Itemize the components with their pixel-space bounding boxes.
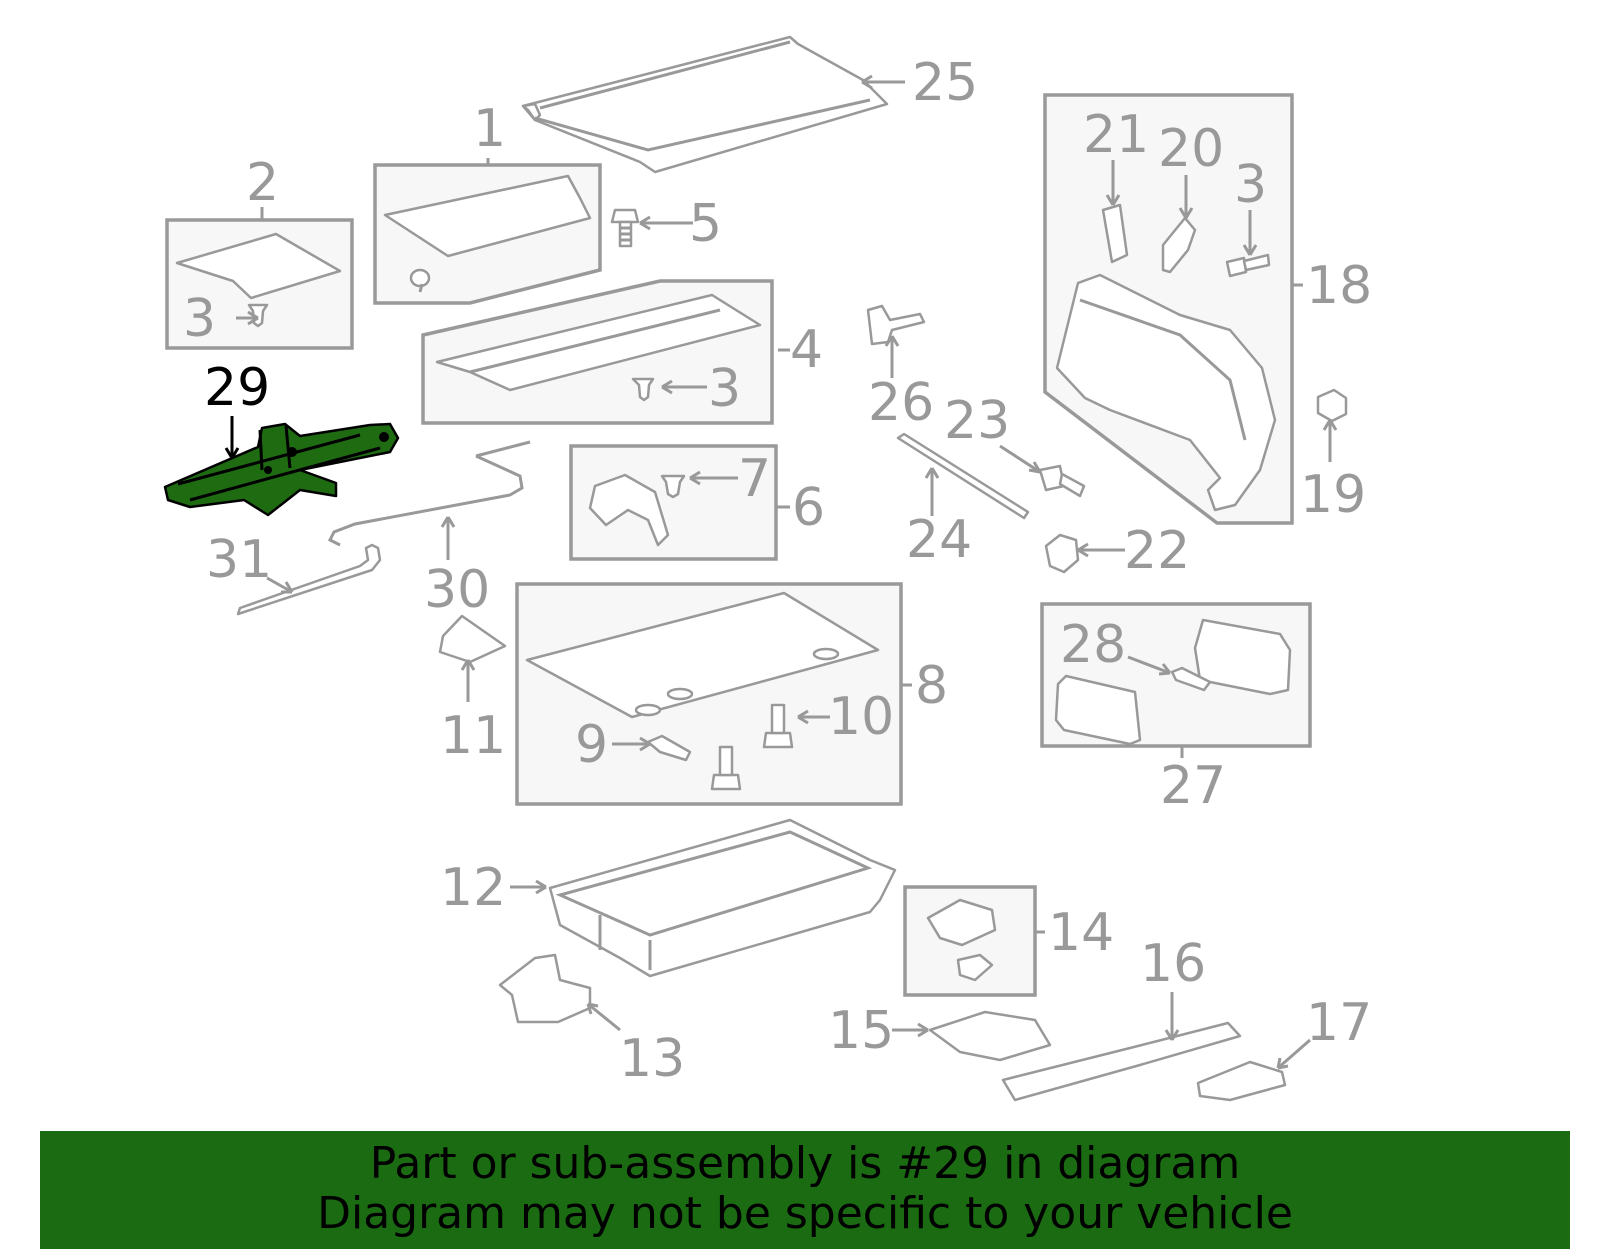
part-29-jack[interactable] xyxy=(163,422,400,517)
part-12-storage-tray xyxy=(548,818,897,978)
callout-labels: 1 2 3 3 3 4 5 6 7 8 9 10 11 12 13 14 15 … xyxy=(183,53,1372,1089)
callout-17[interactable]: 17 xyxy=(1306,993,1372,1053)
callout-26[interactable]: 26 xyxy=(868,373,934,433)
part-24-strap xyxy=(896,432,1030,520)
callout-1[interactable]: 1 xyxy=(473,99,506,159)
callout-9[interactable]: 9 xyxy=(575,715,608,775)
callout-5[interactable]: 5 xyxy=(689,194,722,254)
part-2-mat xyxy=(175,232,342,328)
callout-25[interactable]: 25 xyxy=(912,53,978,113)
part-10-bolt xyxy=(762,703,794,749)
callout-8[interactable]: 8 xyxy=(915,656,948,716)
callout-16[interactable]: 16 xyxy=(1140,934,1206,994)
callout-27[interactable]: 27 xyxy=(1160,756,1226,816)
part-3-bolt xyxy=(1225,253,1271,278)
part-27-lamp xyxy=(1054,618,1292,746)
banner-line-2: Diagram may not be specific to your vehi… xyxy=(317,1188,1293,1239)
callout-14[interactable]: 14 xyxy=(1048,903,1114,963)
part-18-side-trim xyxy=(1055,273,1277,512)
part-30-tool-rod xyxy=(327,440,531,547)
callout-3-b[interactable]: 3 xyxy=(708,359,741,419)
part-16-scuff-plate xyxy=(1001,1021,1242,1102)
part-8-bolt xyxy=(710,745,742,791)
callout-2[interactable]: 2 xyxy=(246,153,279,213)
part-4-tray-cover xyxy=(435,293,762,402)
callout-4[interactable]: 4 xyxy=(790,320,823,380)
callout-29[interactable]: 29 xyxy=(204,358,270,418)
callout-15[interactable]: 15 xyxy=(828,1001,894,1061)
part-5-bolt xyxy=(610,208,640,248)
callout-6[interactable]: 6 xyxy=(792,478,825,538)
part-14-clip xyxy=(926,898,997,982)
callout-3-a[interactable]: 3 xyxy=(183,289,216,349)
part-6-bracket xyxy=(588,473,670,547)
part-19-nut xyxy=(1316,388,1348,423)
callout-31[interactable]: 31 xyxy=(206,530,272,590)
banner-line-1: Part or sub-assembly is #29 in diagram xyxy=(369,1138,1241,1189)
part-7-clip xyxy=(660,474,686,499)
leader-lines xyxy=(224,74,1338,1070)
callout-13[interactable]: 13 xyxy=(619,1029,685,1089)
callout-7[interactable]: 7 xyxy=(738,449,771,509)
part-13-bracket xyxy=(498,953,592,1024)
callout-30[interactable]: 30 xyxy=(424,560,490,620)
part-11-trim xyxy=(438,614,507,664)
callout-19[interactable]: 19 xyxy=(1300,465,1366,525)
callout-22[interactable]: 22 xyxy=(1124,521,1190,581)
part-22-grommet xyxy=(1044,533,1080,574)
callout-11[interactable]: 11 xyxy=(440,706,506,766)
callout-20[interactable]: 20 xyxy=(1158,119,1224,179)
info-banner: Part or sub-assembly is #29 in diagram D… xyxy=(40,1131,1570,1249)
part-17-plate xyxy=(1196,1060,1287,1102)
part-23-bolt xyxy=(1038,464,1086,498)
callout-23[interactable]: 23 xyxy=(944,391,1010,451)
callout-10[interactable]: 10 xyxy=(828,687,894,747)
callout-3-c[interactable]: 3 xyxy=(1234,155,1267,215)
part-21-clip xyxy=(1101,203,1129,264)
part-1-deck-board xyxy=(383,174,592,293)
part-8-floor-board xyxy=(525,591,880,719)
part-26-hook xyxy=(866,304,926,346)
callout-12[interactable]: 12 xyxy=(440,858,506,918)
callout-18[interactable]: 18 xyxy=(1306,256,1372,316)
part-15-cover xyxy=(928,1010,1052,1062)
part-9-pin xyxy=(646,734,692,762)
callout-28[interactable]: 28 xyxy=(1060,615,1126,675)
part-25-tonneau-cover xyxy=(521,35,889,174)
part-28-bulb xyxy=(1170,666,1212,692)
callout-21[interactable]: 21 xyxy=(1083,105,1149,165)
part-31-jack-handle xyxy=(236,543,382,616)
callout-24[interactable]: 24 xyxy=(906,510,972,570)
